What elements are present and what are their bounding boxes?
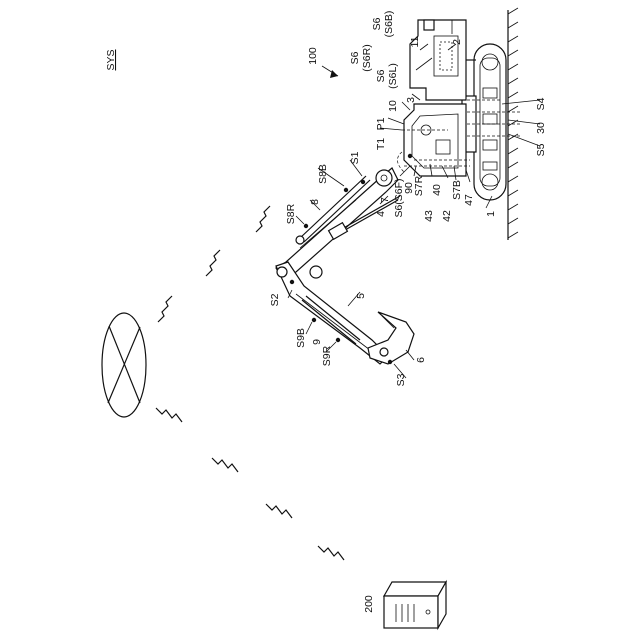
label-6: 6 bbox=[415, 357, 427, 363]
label-42: 42 bbox=[441, 210, 453, 222]
label-s2: S2 bbox=[269, 293, 281, 306]
system-label: SYS bbox=[105, 49, 117, 70]
crawler bbox=[474, 44, 506, 200]
label-p1: P1 bbox=[375, 117, 387, 130]
label-7: 7 bbox=[379, 197, 391, 203]
label-s6b-b: (S6B) bbox=[383, 11, 395, 38]
label-s8b: S8B bbox=[317, 164, 329, 184]
label-3: 3 bbox=[405, 97, 417, 103]
label-43: 43 bbox=[423, 210, 435, 222]
label-200: 200 bbox=[363, 595, 375, 613]
lightning-bolts bbox=[156, 206, 344, 560]
label-30: 30 bbox=[535, 122, 547, 134]
label-4: 4 bbox=[375, 211, 387, 217]
label-s6r-b: (S6R) bbox=[361, 44, 373, 71]
label-s9r: S9R bbox=[321, 345, 333, 366]
label-1: 1 bbox=[485, 211, 497, 217]
label-s6b-a: S6 bbox=[371, 17, 383, 30]
label-9: 9 bbox=[311, 339, 323, 345]
label-s7r: S7R bbox=[413, 175, 425, 196]
cabin bbox=[397, 104, 470, 176]
arrow-100 bbox=[330, 70, 338, 78]
upper-body bbox=[410, 20, 476, 100]
label-5: 5 bbox=[355, 293, 367, 299]
label-s7b: S7B bbox=[451, 180, 463, 200]
label-s6l-b: (S6L) bbox=[387, 63, 399, 89]
label-s8r: S8R bbox=[285, 203, 297, 224]
label-2: 2 bbox=[451, 39, 463, 45]
label-s6l-a: S6 bbox=[375, 69, 387, 82]
label-s1: S1 bbox=[349, 151, 361, 164]
label-t1: T1 bbox=[375, 138, 387, 150]
network-ellipse bbox=[102, 313, 146, 417]
label-47: 47 bbox=[463, 194, 475, 206]
label-11: 11 bbox=[409, 36, 421, 47]
label-s4: S4 bbox=[535, 97, 547, 110]
bucket bbox=[368, 312, 414, 364]
label-8: 8 bbox=[309, 199, 321, 205]
label-s5: S5 bbox=[535, 143, 547, 156]
label-s3: S3 bbox=[395, 373, 407, 386]
label-s9b: S9B bbox=[295, 328, 307, 348]
label-10: 10 bbox=[387, 100, 399, 112]
label-s6r-a: S6 bbox=[349, 51, 361, 64]
label-40: 40 bbox=[431, 184, 443, 196]
label-100: 100 bbox=[307, 47, 319, 65]
server-200 bbox=[384, 582, 446, 628]
